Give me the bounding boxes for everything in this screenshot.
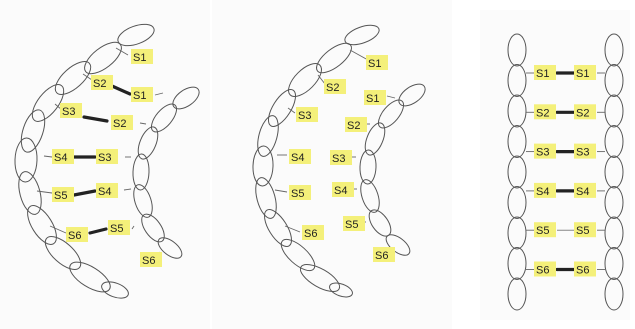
left-label-s2-inner: S2 — [111, 115, 133, 130]
right-label-left-s3-text: S3 — [536, 147, 549, 159]
right-label-left-s4: S4 — [534, 183, 556, 198]
left-label-s4-outer-text: S4 — [54, 152, 67, 164]
right-label-right-s1-text: S1 — [576, 68, 589, 80]
mid-label-s2-outer-text: S2 — [326, 82, 339, 94]
left-label-s4-outer: S4 — [52, 149, 74, 164]
mid-label-s5-outer-text: S5 — [291, 188, 304, 200]
right-label-right-s6-text: S6 — [576, 265, 589, 277]
right-label-left-s5: S5 — [534, 222, 556, 237]
mid-label-s2-outer: S2 — [324, 79, 346, 94]
left-label-s4-inner-text: S4 — [98, 186, 111, 198]
left-label-s2-outer-text: S2 — [93, 78, 106, 90]
panel-left-background — [0, 0, 210, 329]
right-label-left-s2-text: S2 — [536, 107, 549, 119]
mid-label-s4-inner: S4 — [332, 182, 354, 197]
left-label-s5-inner-text: S5 — [110, 223, 123, 235]
right-label-right-s6: S6 — [574, 262, 596, 277]
left-label-s6-inner-text: S6 — [142, 255, 155, 267]
right-label-left-s6-text: S6 — [536, 265, 549, 277]
mid-label-s6-inner: S6 — [373, 247, 395, 262]
left-label-s3-inner-text: S3 — [98, 152, 111, 164]
left-label-s3-outer: S3 — [60, 103, 82, 118]
mid-label-s3-inner: S3 — [330, 150, 352, 165]
right-label-left-s3: S3 — [534, 144, 556, 159]
mid-label-s3-inner-text: S3 — [332, 153, 345, 165]
right-label-right-s4: S4 — [574, 183, 596, 198]
left-label-s6-inner: S6 — [140, 252, 162, 267]
right-label-left-s1: S1 — [534, 65, 556, 80]
mid-label-s5-outer: S5 — [289, 185, 311, 200]
mid-label-s6-inner-text: S6 — [375, 250, 388, 262]
mid-label-s4-outer: S4 — [289, 149, 311, 164]
mid-label-s5-inner: S5 — [343, 216, 365, 231]
right-label-left-s4-text: S4 — [536, 186, 549, 198]
right-label-right-s2: S2 — [574, 104, 596, 119]
right-label-left-s5-text: S5 — [536, 225, 549, 237]
left-label-s2-outer: S2 — [91, 75, 113, 90]
right-label-left-s1-text: S1 — [536, 68, 549, 80]
mid-label-s1-outer: S1 — [366, 55, 388, 70]
mid-label-s3-outer-text: S3 — [298, 110, 311, 122]
right-label-right-s5: S5 — [574, 222, 596, 237]
mid-label-s3-outer: S3 — [296, 107, 318, 122]
left-label-s5-outer: S5 — [52, 187, 74, 202]
left-label-s6-outer: S6 — [66, 227, 88, 242]
right-label-right-s5-text: S5 — [576, 225, 589, 237]
right-label-right-s1: S1 — [574, 65, 596, 80]
right-label-right-s3: S3 — [574, 144, 596, 159]
left-label-s3-outer-text: S3 — [62, 106, 75, 118]
left-label-s1-inner-text: S1 — [133, 90, 146, 102]
left-label-s2-inner-text: S2 — [113, 118, 126, 130]
mid-label-s4-inner-text: S4 — [334, 185, 347, 197]
left-label-s5-inner: S5 — [108, 220, 130, 235]
mid-label-s2-inner-text: S2 — [347, 120, 360, 132]
mid-label-s1-inner-text: S1 — [366, 93, 379, 105]
mid-label-s6-outer-text: S6 — [304, 228, 317, 240]
mid-label-s6-outer: S6 — [302, 225, 324, 240]
mid-label-s4-outer-text: S4 — [291, 152, 304, 164]
mid-label-s2-inner: S2 — [345, 117, 367, 132]
right-label-left-s6: S6 — [534, 262, 556, 277]
mid-label-s1-inner: S1 — [364, 90, 386, 105]
left-label-s5-outer-text: S5 — [54, 190, 67, 202]
right-label-right-s3-text: S3 — [576, 147, 589, 159]
left-label-s1-outer-text: S1 — [133, 52, 146, 64]
left-label-s1-outer: S1 — [131, 49, 153, 64]
mid-label-s1-outer-text: S1 — [368, 58, 381, 70]
left-label-s4-inner: S4 — [96, 183, 118, 198]
left-label-s3-inner: S3 — [96, 149, 118, 164]
left-label-s1-inner: S1 — [131, 87, 153, 102]
left-label-s6-outer-text: S6 — [68, 230, 81, 242]
right-label-right-s2-text: S2 — [576, 107, 589, 119]
right-label-right-s4-text: S4 — [576, 186, 589, 198]
mid-label-s5-inner-text: S5 — [345, 219, 358, 231]
right-label-left-s2: S2 — [534, 104, 556, 119]
